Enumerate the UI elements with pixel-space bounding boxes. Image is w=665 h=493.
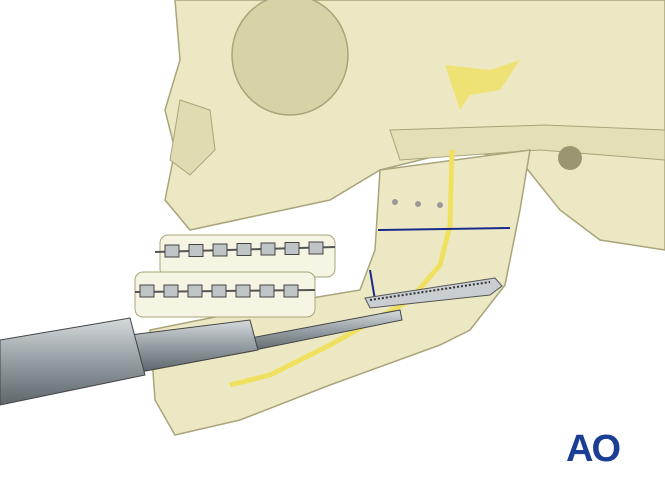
osteotomy-line-upper: [377, 227, 511, 231]
orbit: [231, 0, 349, 116]
bracket: [163, 284, 179, 298]
ear-canal: [558, 146, 582, 170]
saw-blade: [364, 277, 503, 309]
bracket: [139, 284, 155, 298]
bracket: [212, 243, 228, 257]
saw-teeth: [369, 281, 491, 301]
bracket: [284, 242, 300, 255]
bracket: [236, 243, 252, 256]
bracket: [260, 242, 276, 256]
ao-logo: AO: [566, 428, 621, 470]
saw-handpiece: [0, 317, 146, 406]
bracket: [187, 284, 203, 298]
bracket: [283, 284, 299, 298]
bracket: [164, 244, 180, 258]
bracket: [259, 284, 275, 298]
bracket: [211, 284, 227, 298]
zygomatic-arch: [389, 124, 665, 161]
mandible: [149, 149, 531, 436]
bracket: [188, 244, 204, 257]
nasal-aperture: [169, 99, 216, 176]
bracket: [308, 241, 324, 255]
osteotomy-line-lower: [369, 269, 376, 301]
bracket: [235, 284, 251, 298]
nerve-upper: [445, 60, 520, 110]
